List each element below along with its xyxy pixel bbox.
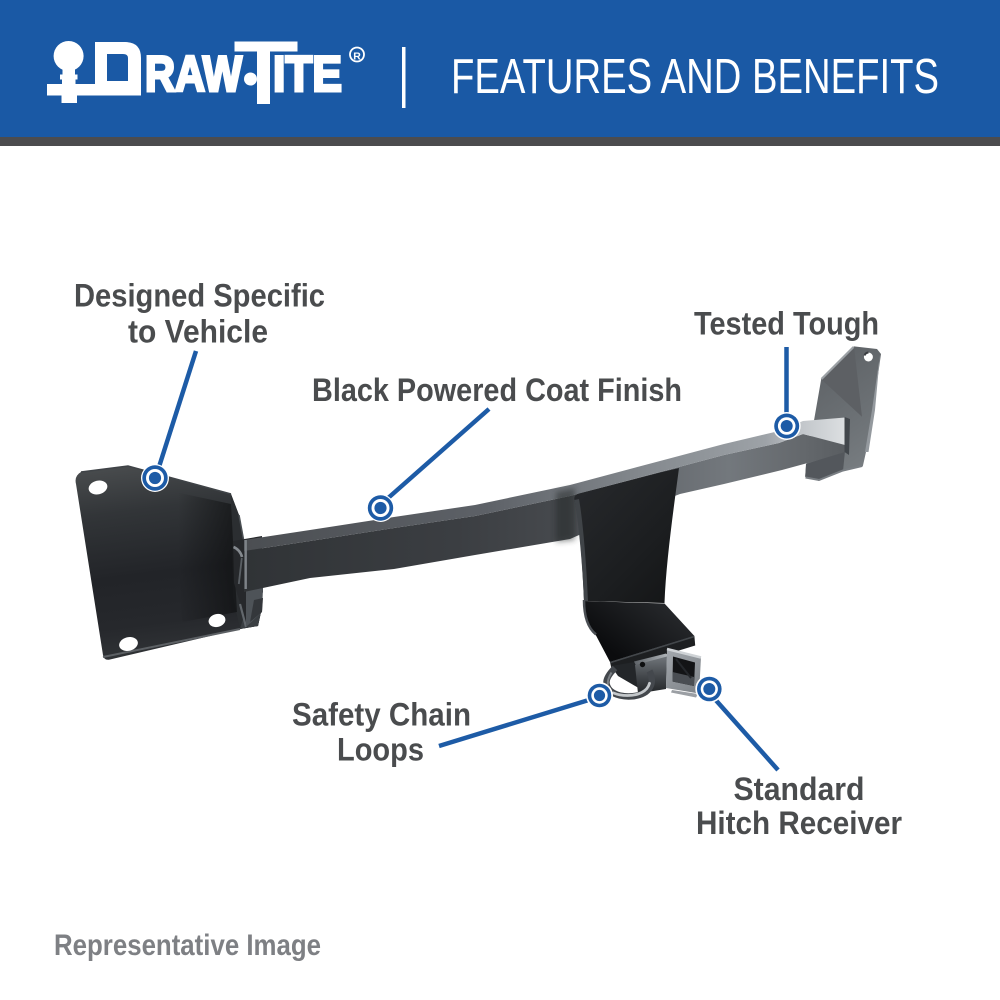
svg-text:R: R bbox=[353, 51, 361, 63]
svg-text:Hitch Receiver: Hitch Receiver bbox=[696, 805, 902, 841]
svg-text:FEATURES AND BENEFITS: FEATURES AND BENEFITS bbox=[451, 50, 939, 104]
svg-text:Designed Specific: Designed Specific bbox=[74, 278, 325, 314]
svg-text:Standard: Standard bbox=[734, 771, 865, 807]
svg-text:Safety Chain: Safety Chain bbox=[292, 697, 471, 733]
svg-text:to Vehicle: to Vehicle bbox=[128, 314, 268, 350]
svg-text:ITE: ITE bbox=[273, 46, 342, 102]
svg-text:Loops: Loops bbox=[337, 732, 424, 768]
svg-text:Tested Tough: Tested Tough bbox=[694, 306, 879, 342]
svg-text:Representative Image: Representative Image bbox=[54, 929, 321, 962]
svg-text:Black Powered Coat Finish: Black Powered Coat Finish bbox=[312, 372, 682, 408]
svg-text:RAW: RAW bbox=[145, 46, 243, 102]
